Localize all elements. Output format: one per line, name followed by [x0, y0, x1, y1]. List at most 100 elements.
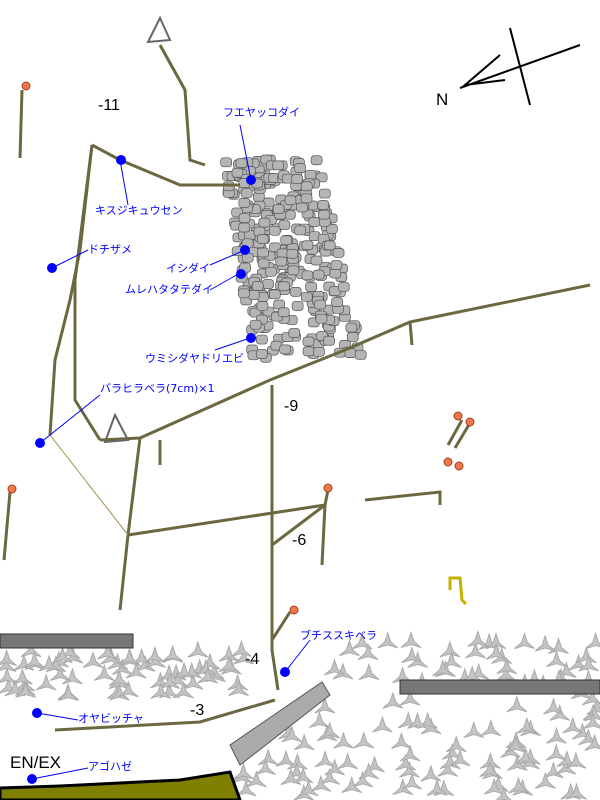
tetrapod: [449, 749, 471, 767]
depth-label: -4: [245, 651, 260, 668]
rock: [329, 268, 342, 279]
species-label: バラヒラベラ(7cm)×1: [100, 382, 215, 395]
depth-label: -11: [98, 97, 120, 114]
tetrapod: [310, 774, 332, 792]
tetrapod: [515, 747, 536, 765]
tetrapod: [496, 657, 518, 675]
tetrapod: [420, 764, 442, 782]
rock: [280, 235, 293, 246]
rock: [300, 181, 313, 192]
tetrapod: [401, 646, 423, 664]
tetrapod: [584, 733, 600, 751]
tetrapod: [504, 735, 526, 753]
rock: [287, 265, 300, 276]
rock: [301, 240, 314, 251]
shore-sand: [0, 770, 242, 800]
tetrapod: [426, 778, 448, 796]
tetrapod: [546, 726, 567, 744]
tetrapod: [319, 721, 341, 739]
tetrapod: [463, 720, 485, 739]
rock: [288, 328, 301, 338]
compass-symbol: [459, 27, 581, 106]
rock: [238, 222, 251, 233]
rock-reef: [220, 154, 367, 363]
tetrapod: [12, 667, 33, 685]
rock: [265, 266, 277, 277]
tetrapod: [353, 731, 375, 749]
tetrapod: [555, 757, 577, 775]
tetrapod: [333, 731, 354, 749]
rock: [238, 213, 251, 223]
depth-label: -6: [292, 532, 307, 549]
tetrapod: [506, 695, 528, 713]
rock: [268, 225, 281, 236]
rock: [314, 299, 326, 310]
tetrapod: [337, 752, 359, 770]
tetrapod: [162, 644, 183, 662]
tetrapod: [399, 744, 421, 762]
rock: [331, 297, 343, 307]
rock: [256, 334, 268, 345]
tetrapod: [0, 654, 17, 672]
tetrapod: [108, 668, 130, 687]
tetrapod: [545, 743, 567, 761]
tetrapod: [293, 733, 315, 751]
tetrapod: [534, 634, 556, 652]
tetrapod: [292, 766, 314, 784]
tetrapod: [377, 631, 399, 649]
rock: [318, 188, 331, 199]
tetrapod: [24, 651, 45, 669]
rock: [302, 336, 315, 347]
rock: [289, 287, 302, 297]
tetrapod: [125, 661, 147, 679]
rock: [235, 158, 248, 168]
rock: [258, 217, 271, 228]
tetrapod: [82, 650, 104, 669]
rock: [301, 270, 314, 281]
tetrapod: [257, 748, 279, 766]
rock: [249, 319, 262, 330]
rock: [276, 248, 289, 259]
species-label: オヤビッチャ: [78, 712, 144, 725]
tetrapod: [255, 757, 276, 776]
tetrapod: [93, 663, 115, 681]
rock: [278, 281, 290, 292]
tetrapod: [351, 632, 373, 650]
tetrapod: [173, 681, 194, 699]
rope-lines: [2, 44, 591, 732]
compass-north-label: N: [436, 90, 449, 109]
tetrapod-field: [0, 629, 600, 800]
rock: [330, 260, 343, 270]
tetrapod: [358, 662, 380, 680]
rock: [278, 220, 291, 230]
tetrapod: [97, 642, 118, 660]
rock: [345, 322, 358, 333]
rock: [310, 155, 323, 166]
tetrapod: [314, 750, 336, 768]
tetrapod: [358, 762, 380, 780]
rock: [275, 256, 288, 267]
rock: [313, 346, 325, 357]
tetrapod: [401, 772, 423, 790]
tetrapod: [442, 742, 463, 760]
rock: [220, 157, 232, 168]
tetrapod: [432, 659, 454, 677]
rock: [247, 289, 260, 300]
tetrapod: [479, 760, 501, 778]
breakwater-right: [399, 679, 600, 695]
rock: [318, 209, 330, 220]
rock: [308, 217, 321, 227]
tetrapod: [20, 640, 42, 658]
tetrapod: [535, 771, 556, 789]
tetrapod: [150, 681, 172, 699]
depth-label: -9: [284, 398, 299, 415]
marker-leaders: [31, 124, 311, 780]
tetrapod: [399, 760, 420, 778]
rock: [305, 282, 317, 292]
rock: [238, 288, 250, 299]
tetrapod: [399, 688, 421, 706]
tetrapod: [461, 665, 483, 683]
rock: [284, 195, 297, 206]
tetrapod: [0, 648, 17, 667]
species-label: キスジキュウセン: [95, 204, 183, 217]
